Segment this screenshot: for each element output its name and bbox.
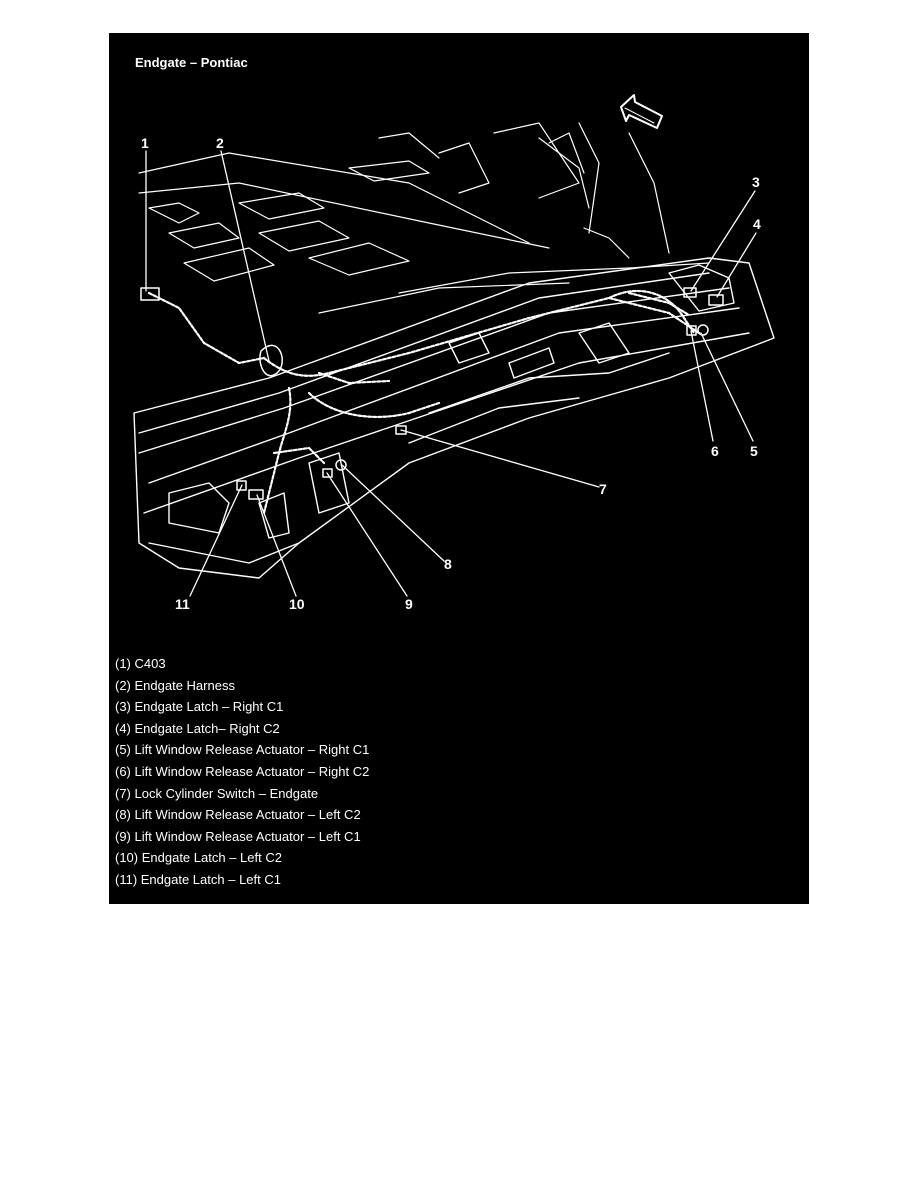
callout-5: 5 xyxy=(750,443,758,459)
connector-actuator-left-c2 xyxy=(335,459,347,471)
endgate-wiring-illustration: 1 2 3 4 5 6 7 8 9 10 11 xyxy=(133,94,775,612)
connector-latch-left-c2 xyxy=(248,489,264,500)
callout-1: 1 xyxy=(141,135,149,151)
connector-c403 xyxy=(140,287,160,301)
callout-6: 6 xyxy=(711,443,719,459)
callout-8: 8 xyxy=(444,556,452,572)
legend-item: (11) Endgate Latch – Left C1 xyxy=(115,871,281,887)
legend-item: (1) C403 xyxy=(115,656,166,671)
legend-item: (7) Lock Cylinder Switch – Endgate xyxy=(115,785,319,801)
endgate-panel xyxy=(133,257,775,579)
legend-item: (6) Lift Window Release Actuator – Right… xyxy=(115,763,370,779)
callout-leaders xyxy=(145,150,757,597)
connectors xyxy=(140,287,724,500)
legend-item: (10) Endgate Latch – Left C2 xyxy=(115,850,282,866)
callout-11: 11 xyxy=(175,596,190,612)
connector-actuator-right-c1 xyxy=(697,324,709,336)
connector-right-c1 xyxy=(683,287,697,298)
connector-right-c2 xyxy=(708,294,724,306)
wiring-harness xyxy=(147,289,701,515)
legend-item: (4) Endgate Latch– Right C2 xyxy=(115,720,280,736)
callout-9: 9 xyxy=(405,596,413,612)
connector-actuator-left-c1 xyxy=(322,468,333,478)
callout-2: 2 xyxy=(216,135,224,151)
legend-item: (5) Lift Window Release Actuator – Right… xyxy=(115,742,370,758)
orientation-arrow-icon xyxy=(620,94,663,129)
diagram-title: Endgate – Pontiac xyxy=(135,55,248,70)
connector-lock-cylinder xyxy=(395,425,407,435)
callout-4: 4 xyxy=(753,216,761,232)
callout-7: 7 xyxy=(599,481,607,497)
legend-item: (9) Lift Window Release Actuator – Left … xyxy=(115,828,361,844)
callout-3: 3 xyxy=(752,174,760,190)
harness-coil xyxy=(259,344,283,377)
cargo-floor-structure xyxy=(138,122,710,314)
component-legend: (1) C403 (2) Endgate Harness (3) Endgate… xyxy=(115,653,369,891)
callout-10: 10 xyxy=(289,596,305,612)
legend-item: (8) Lift Window Release Actuator – Left … xyxy=(115,807,361,823)
connector-latch-left-c1 xyxy=(236,480,247,491)
diagram-panel: Endgate – Pontiac xyxy=(109,33,809,904)
legend-item: (2) Endgate Harness xyxy=(115,677,235,693)
legend-item: (3) Endgate Latch – Right C1 xyxy=(115,699,284,715)
